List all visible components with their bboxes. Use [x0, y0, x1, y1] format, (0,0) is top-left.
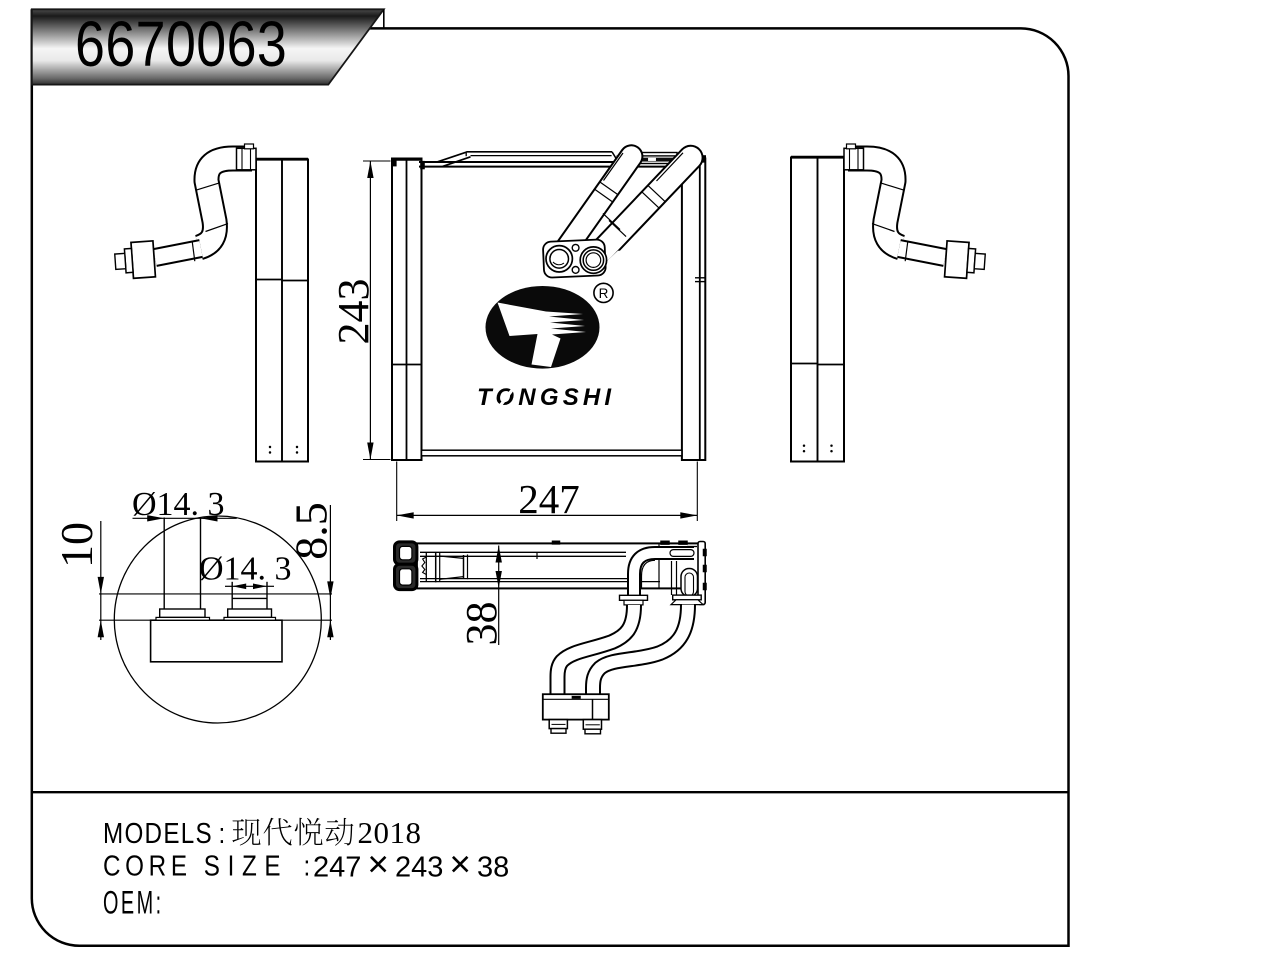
- svg-text:MODELS: MODELS: [103, 817, 213, 849]
- svg-text:243: 243: [329, 279, 378, 345]
- svg-text:R: R: [599, 286, 609, 301]
- svg-text:8.5: 8.5: [286, 502, 337, 560]
- svg-text:38: 38: [457, 602, 506, 646]
- svg-text:Ø14. 3: Ø14. 3: [132, 486, 225, 523]
- svg-text:Ø14. 3: Ø14. 3: [199, 551, 292, 588]
- svg-text:2018: 2018: [358, 815, 422, 850]
- svg-text:6670063: 6670063: [75, 8, 287, 81]
- svg-text::: :: [219, 817, 229, 849]
- svg-text:TONGSHI: TONGSHI: [477, 384, 615, 411]
- svg-text:OEM:: OEM:: [103, 885, 164, 921]
- svg-text:247: 247: [518, 476, 580, 522]
- svg-text:10: 10: [51, 522, 102, 568]
- svg-text:CORE: CORE: [103, 850, 192, 882]
- svg-text::: :: [304, 850, 314, 882]
- svg-text:SIZE: SIZE: [204, 850, 288, 882]
